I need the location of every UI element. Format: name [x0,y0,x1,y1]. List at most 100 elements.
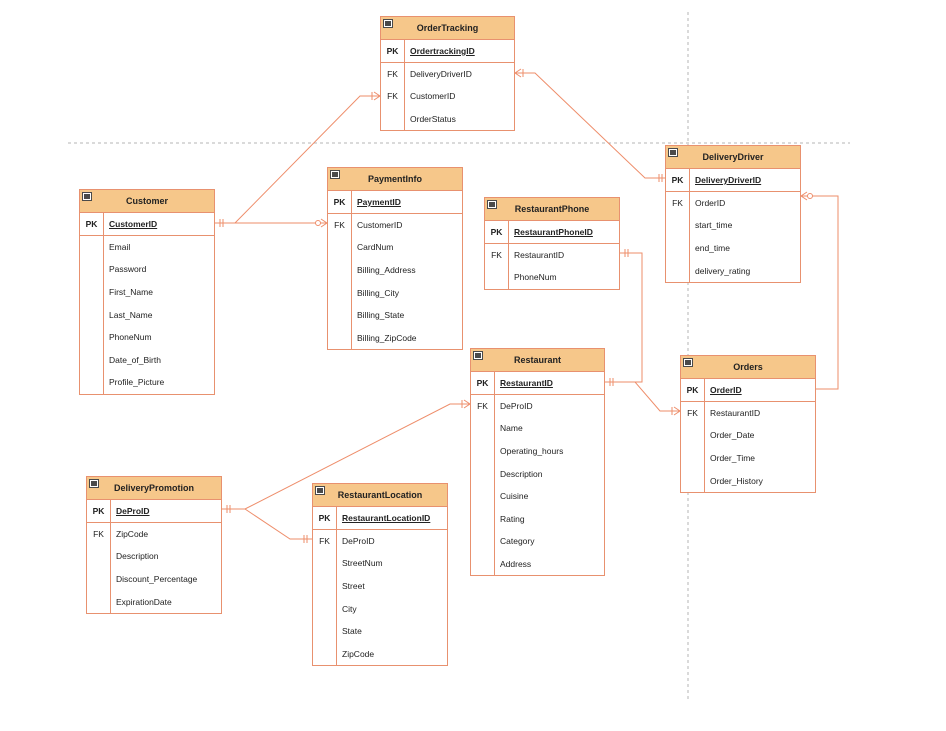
attribute-row[interactable]: Street [313,574,447,598]
entity-header[interactable]: OrderTracking [381,17,514,40]
attribute-name: OrderID [695,197,726,208]
attribute-row[interactable]: Email [80,235,214,259]
attribute-row[interactable]: delivery_rating [666,259,800,282]
attribute-row[interactable]: CardNum [328,236,462,259]
attribute-row[interactable]: ExpirationDate [87,590,221,613]
entity-header[interactable]: RestaurantPhone [485,198,619,221]
pk-field-name: DeProID [116,505,150,516]
attribute-row[interactable]: Name [471,417,604,440]
key-cell-empty [313,619,337,643]
key-cell-empty [313,597,337,620]
attribute-name: Discount_Percentage [116,574,198,585]
attribute-row[interactable]: Order_History [681,469,815,492]
attribute-name: Order_Time [710,453,756,464]
attribute-row[interactable]: Last_Name [80,303,214,326]
attribute-row[interactable]: Order_Time [681,446,815,470]
attribute-row[interactable]: end_time [666,236,800,260]
fk-label: FK [328,213,352,237]
attribute-row[interactable]: StreetNum [313,552,447,575]
attribute-row[interactable]: OrderStatus [381,107,514,131]
attribute-row[interactable]: Billing_City [328,281,462,304]
attribute-row[interactable]: ZipCode [313,642,447,666]
attribute-row[interactable]: Description [87,545,221,568]
attribute-row[interactable]: Category [471,530,604,553]
key-cell-empty [328,281,352,304]
attribute-row[interactable]: Billing_Address [328,258,462,282]
fk-label: FK [87,522,111,546]
entity-header[interactable]: Restaurant [471,349,604,372]
entity-header[interactable]: DeliveryDriver [666,146,800,169]
collapse-icon[interactable] [684,359,692,366]
entity-header[interactable]: RestaurantLocation [313,484,447,507]
attribute-name: StreetNum [342,558,383,569]
collapse-icon[interactable] [316,487,324,494]
attribute-row[interactable]: State [313,619,447,643]
attribute-name: Street [342,581,365,592]
attribute-row[interactable]: Billing_State [328,303,462,327]
attribute-name: Billing_Address [357,265,416,276]
attribute-row[interactable]: City [313,597,447,620]
attribute-row[interactable]: Billing_ZipCode [328,326,462,350]
attribute-row[interactable]: Date_of_Birth [80,348,214,372]
key-cell-empty [471,507,495,531]
attribute-row[interactable]: Cuisine [471,484,604,508]
attribute-row[interactable]: start_time [666,214,800,237]
attribute-row[interactable]: Operating_hours [471,439,604,463]
key-cell-empty [313,574,337,598]
collapse-icon[interactable] [488,201,496,208]
collapse-icon[interactable] [90,480,98,487]
attribute-name: Rating [500,513,525,524]
collapse-icon[interactable] [331,171,339,178]
entity-header[interactable]: Orders [681,356,815,379]
key-cell-empty [681,446,705,470]
collapse-icon[interactable] [474,352,482,359]
collapse-icon[interactable] [384,20,392,27]
pk-label: PK [485,221,509,243]
collapse-icon[interactable] [83,193,91,200]
entity-header[interactable]: PaymentInfo [328,168,462,191]
attribute-row[interactable]: Address [471,552,604,576]
key-cell-empty [80,235,104,259]
attribute-row[interactable]: Profile_Picture [80,371,214,394]
attribute-row[interactable]: PhoneNum [485,266,619,289]
key-cell-empty [328,303,352,327]
attribute-row[interactable]: First_Name [80,280,214,304]
attribute-row[interactable]: Password [80,258,214,281]
entity-header[interactable]: Customer [80,190,214,213]
attribute-row[interactable]: PhoneNum [80,325,214,349]
attribute-row[interactable]: Discount_Percentage [87,567,221,591]
collapse-icon[interactable] [669,149,677,156]
pk-label: PK [471,372,495,394]
attribute-row[interactable]: Order_Date [681,424,815,447]
entity-header[interactable]: DeliveryPromotion [87,477,221,500]
attribute-row[interactable]: Rating [471,507,604,531]
attribute-row[interactable]: Description [471,462,604,485]
